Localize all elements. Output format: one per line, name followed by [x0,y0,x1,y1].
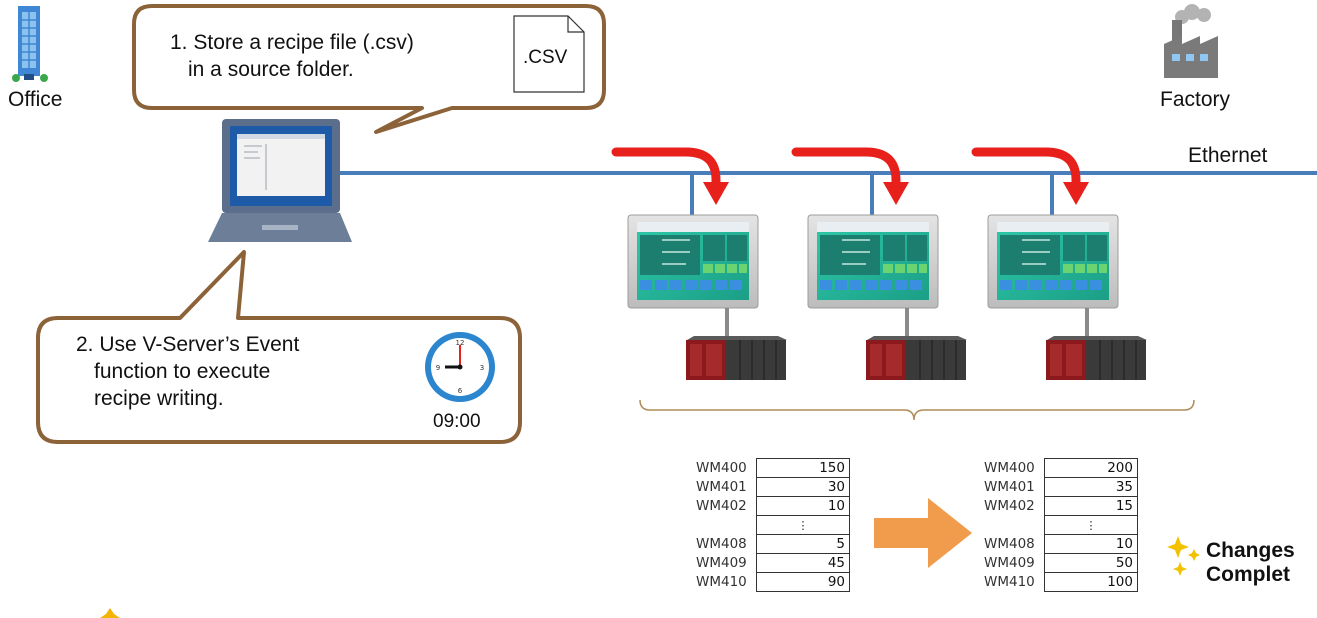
register-value: 35 [1044,477,1138,497]
register-address: WM401 [696,479,747,495]
register-value: 5 [756,534,850,554]
table-row: ⋮ [692,515,850,535]
callout-1-line-1: 1. Store a recipe file (.csv) [170,31,414,54]
table-row: WM408 10 [980,534,1138,554]
office-label: Office [8,88,63,111]
callout-1-bubble [132,4,606,134]
register-address: WM409 [696,555,747,571]
svg-text:9: 9 [436,364,440,372]
svg-text:12: 12 [456,339,465,347]
callout-2-text: 2. Use V-Server’s Event function to exec… [76,331,299,412]
register-address [692,516,757,535]
table-row: WM409 45 [692,553,850,573]
hmi-panel-icon [807,214,939,309]
svg-text:3: 3 [480,364,484,372]
register-address: WM410 [696,574,747,590]
table-row: WM409 50 [980,553,1138,573]
table-row: WM401 30 [692,477,850,497]
callout-2-line-3: recipe writing. [94,387,224,410]
file-icon [513,15,585,93]
register-address: WM409 [984,555,1035,571]
table-row: WM402 15 [980,496,1138,516]
red-arrowheads [703,182,1089,205]
svg-text:6: 6 [458,387,463,395]
register-value: 50 [1044,553,1138,573]
office-building-icon [12,6,48,82]
table-row: WM400 200 [980,458,1138,478]
table-row: ⋮ [980,515,1138,535]
grouping-brace [639,399,1195,421]
result-line-1: Changes [1206,539,1295,562]
red-arrows [611,147,1081,191]
plc-icon [1045,335,1148,381]
register-address: WM400 [696,460,747,476]
clock-icon: 12 3 6 9 [425,332,495,402]
plc-icon [686,336,787,380]
clock-time: 09:00 [433,411,481,432]
callout-1-line-2: in a source folder. [188,58,354,81]
factory-icon [1164,4,1218,78]
file-label: .CSV [523,47,568,68]
callout-2-line-2: function to execute [94,360,271,383]
register-value: 10 [1044,534,1138,554]
callout-2-bubble [36,250,522,444]
callout-2-line-1: 2. Use V-Server’s Event [76,333,300,356]
register-address: WM408 [984,536,1035,552]
result-line-2: Complet [1206,563,1290,586]
table-row: WM402 10 [692,496,850,516]
sparkle-icon [1167,536,1200,576]
hmi-panel-icon [627,214,759,309]
register-value: 15 [1044,496,1138,516]
register-value: 10 [756,496,850,516]
ethernet-label: Ethernet [1188,144,1268,167]
register-value: 30 [756,477,850,497]
table-row: WM400 150 [692,458,850,478]
register-value: 45 [756,553,850,573]
sparkle-icon [100,608,120,618]
register-address [980,516,1045,535]
register-value: 100 [1044,572,1138,592]
register-address: WM402 [696,498,747,514]
laptop-icon [208,119,352,242]
callout-1-text: 1. Store a recipe file (.csv) in a sourc… [170,29,414,83]
register-value: 150 [756,458,850,478]
orange-arrow [874,498,972,568]
register-address: WM408 [696,536,747,552]
register-table-after: WM400 200 WM401 35 WM402 15 ⋮ WM408 10 WM409… [980,458,1138,592]
table-row: WM410 90 [692,572,850,592]
table-row: WM410 100 [980,572,1138,592]
register-value: 200 [1044,458,1138,478]
table-row: WM401 35 [980,477,1138,497]
table-row: WM408 5 [692,534,850,554]
result-text: Changes Complet [1206,539,1317,587]
register-address: WM401 [984,479,1035,495]
register-table-before: WM400 150 WM401 30 WM402 10 ⋮ WM408 5 WM409 4… [692,458,850,592]
register-value: 90 [756,572,850,592]
factory-label: Factory [1160,88,1231,111]
register-address: WM402 [984,498,1035,514]
ellipsis-cell: ⋮ [1044,515,1138,535]
ellipsis-cell: ⋮ [756,515,850,535]
plc-icon [865,335,968,381]
register-address: WM400 [984,460,1035,476]
register-address: WM410 [984,574,1035,590]
hmi-plc-cables [725,308,1089,340]
hmi-panel-icon [987,214,1119,309]
ethernet-line [340,171,1317,218]
